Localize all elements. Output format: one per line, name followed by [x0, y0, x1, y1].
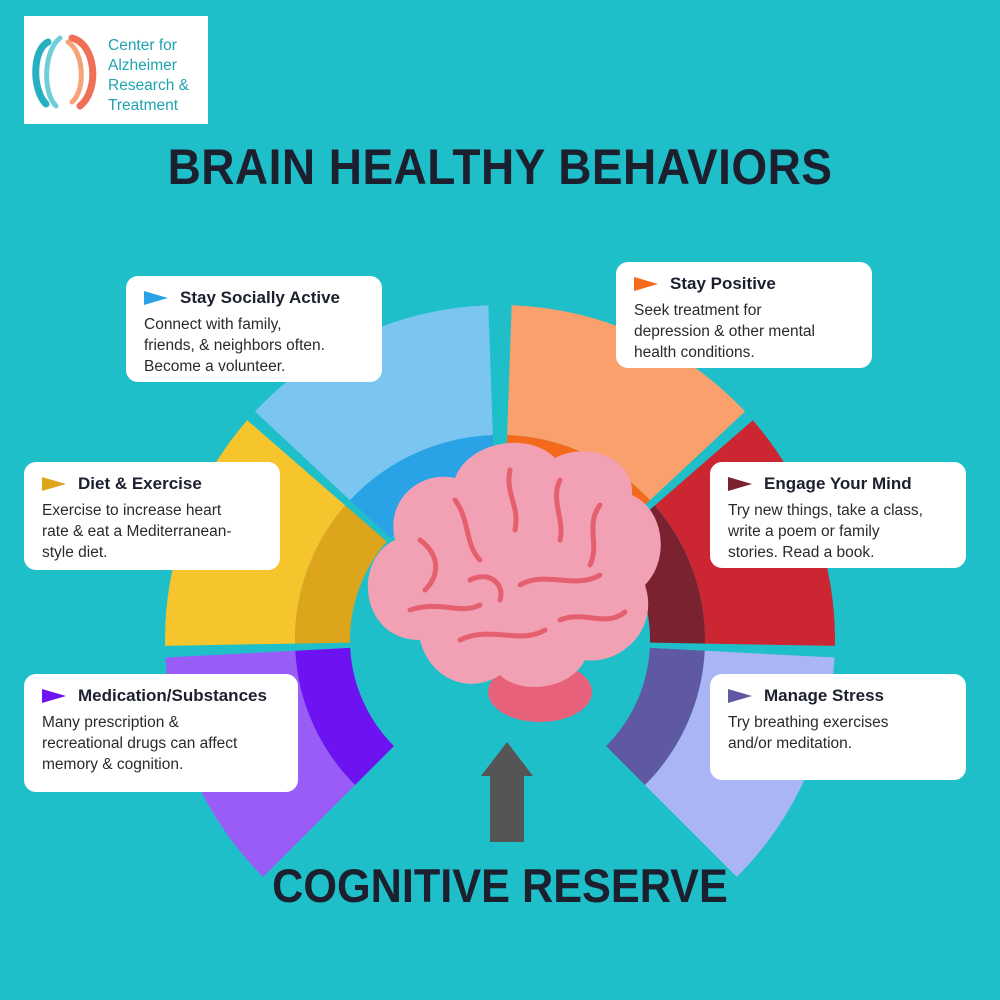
- card-line: health conditions.: [634, 344, 755, 361]
- logo: Center for Alzheimer Research & Treatmen…: [24, 16, 208, 124]
- brain-icon: [367, 442, 661, 722]
- card-line: rate & eat a Mediterranean-: [42, 523, 232, 540]
- flag-icon: [728, 477, 752, 491]
- card-title: Engage Your Mind: [764, 474, 912, 493]
- card-mind: Engage Your Mind Try new things, take a …: [710, 462, 966, 568]
- card-social: Stay Socially Active Connect with family…: [126, 276, 382, 382]
- flag-icon: [144, 291, 168, 305]
- segment-inner-medication: [295, 647, 394, 785]
- logo-line: Research &: [108, 77, 189, 94]
- segment-inner-diet: [295, 505, 387, 644]
- card-line: Connect with family,: [144, 316, 282, 333]
- card-line: stories. Read a book.: [728, 544, 875, 561]
- card-line: memory & cognition.: [42, 756, 184, 773]
- logo-line: Treatment: [108, 97, 179, 114]
- flag-icon: [42, 477, 66, 491]
- card-stress: Manage Stress Try breathing exercises an…: [710, 674, 966, 780]
- card-line: and/or meditation.: [728, 735, 853, 752]
- card-title: Manage Stress: [764, 686, 884, 705]
- card-title: Diet & Exercise: [78, 474, 202, 493]
- card-line: recreational drugs can affect: [42, 735, 238, 752]
- card-medication: Medication/Substances Many prescription …: [24, 674, 298, 792]
- logo-line: Alzheimer: [108, 57, 177, 74]
- card-line: Many prescription &: [42, 714, 179, 731]
- logo-text: Center for Alzheimer Research & Treatmen…: [108, 36, 189, 116]
- card-title: Stay Positive: [670, 274, 776, 293]
- card-line: Try breathing exercises: [728, 714, 889, 731]
- page-title: BRAIN HEALTHY BEHAVIORS: [167, 139, 833, 195]
- card-line: Exercise to increase heart: [42, 502, 222, 519]
- flag-icon: [728, 689, 752, 703]
- up-arrow-icon: [481, 742, 533, 842]
- card-line: write a poem or family: [728, 523, 880, 540]
- card-line: style diet.: [42, 544, 108, 561]
- card-line: Seek treatment for: [634, 302, 762, 319]
- card-line: Become a volunteer.: [144, 358, 286, 375]
- card-line: Try new things, take a class,: [728, 502, 923, 519]
- segment-social: [254, 305, 493, 501]
- card-positive: Stay Positive Seek treatment for depress…: [616, 262, 872, 368]
- logo-line: Center for: [108, 37, 177, 54]
- card-title: Medication/Substances: [78, 686, 267, 705]
- segment-inner-stress: [606, 647, 705, 785]
- card-title: Stay Socially Active: [180, 288, 341, 307]
- card-line: depression & other mental: [634, 323, 815, 340]
- segment-positive: [507, 305, 746, 501]
- flag-icon: [42, 689, 66, 703]
- footer-title: COGNITIVE RESERVE: [272, 859, 728, 912]
- brain-outline-icon: [32, 34, 97, 110]
- card-line: friends, & neighbors often.: [144, 337, 325, 354]
- flag-icon: [634, 277, 658, 291]
- card-diet: Diet & Exercise Exercise to increase hea…: [24, 462, 280, 570]
